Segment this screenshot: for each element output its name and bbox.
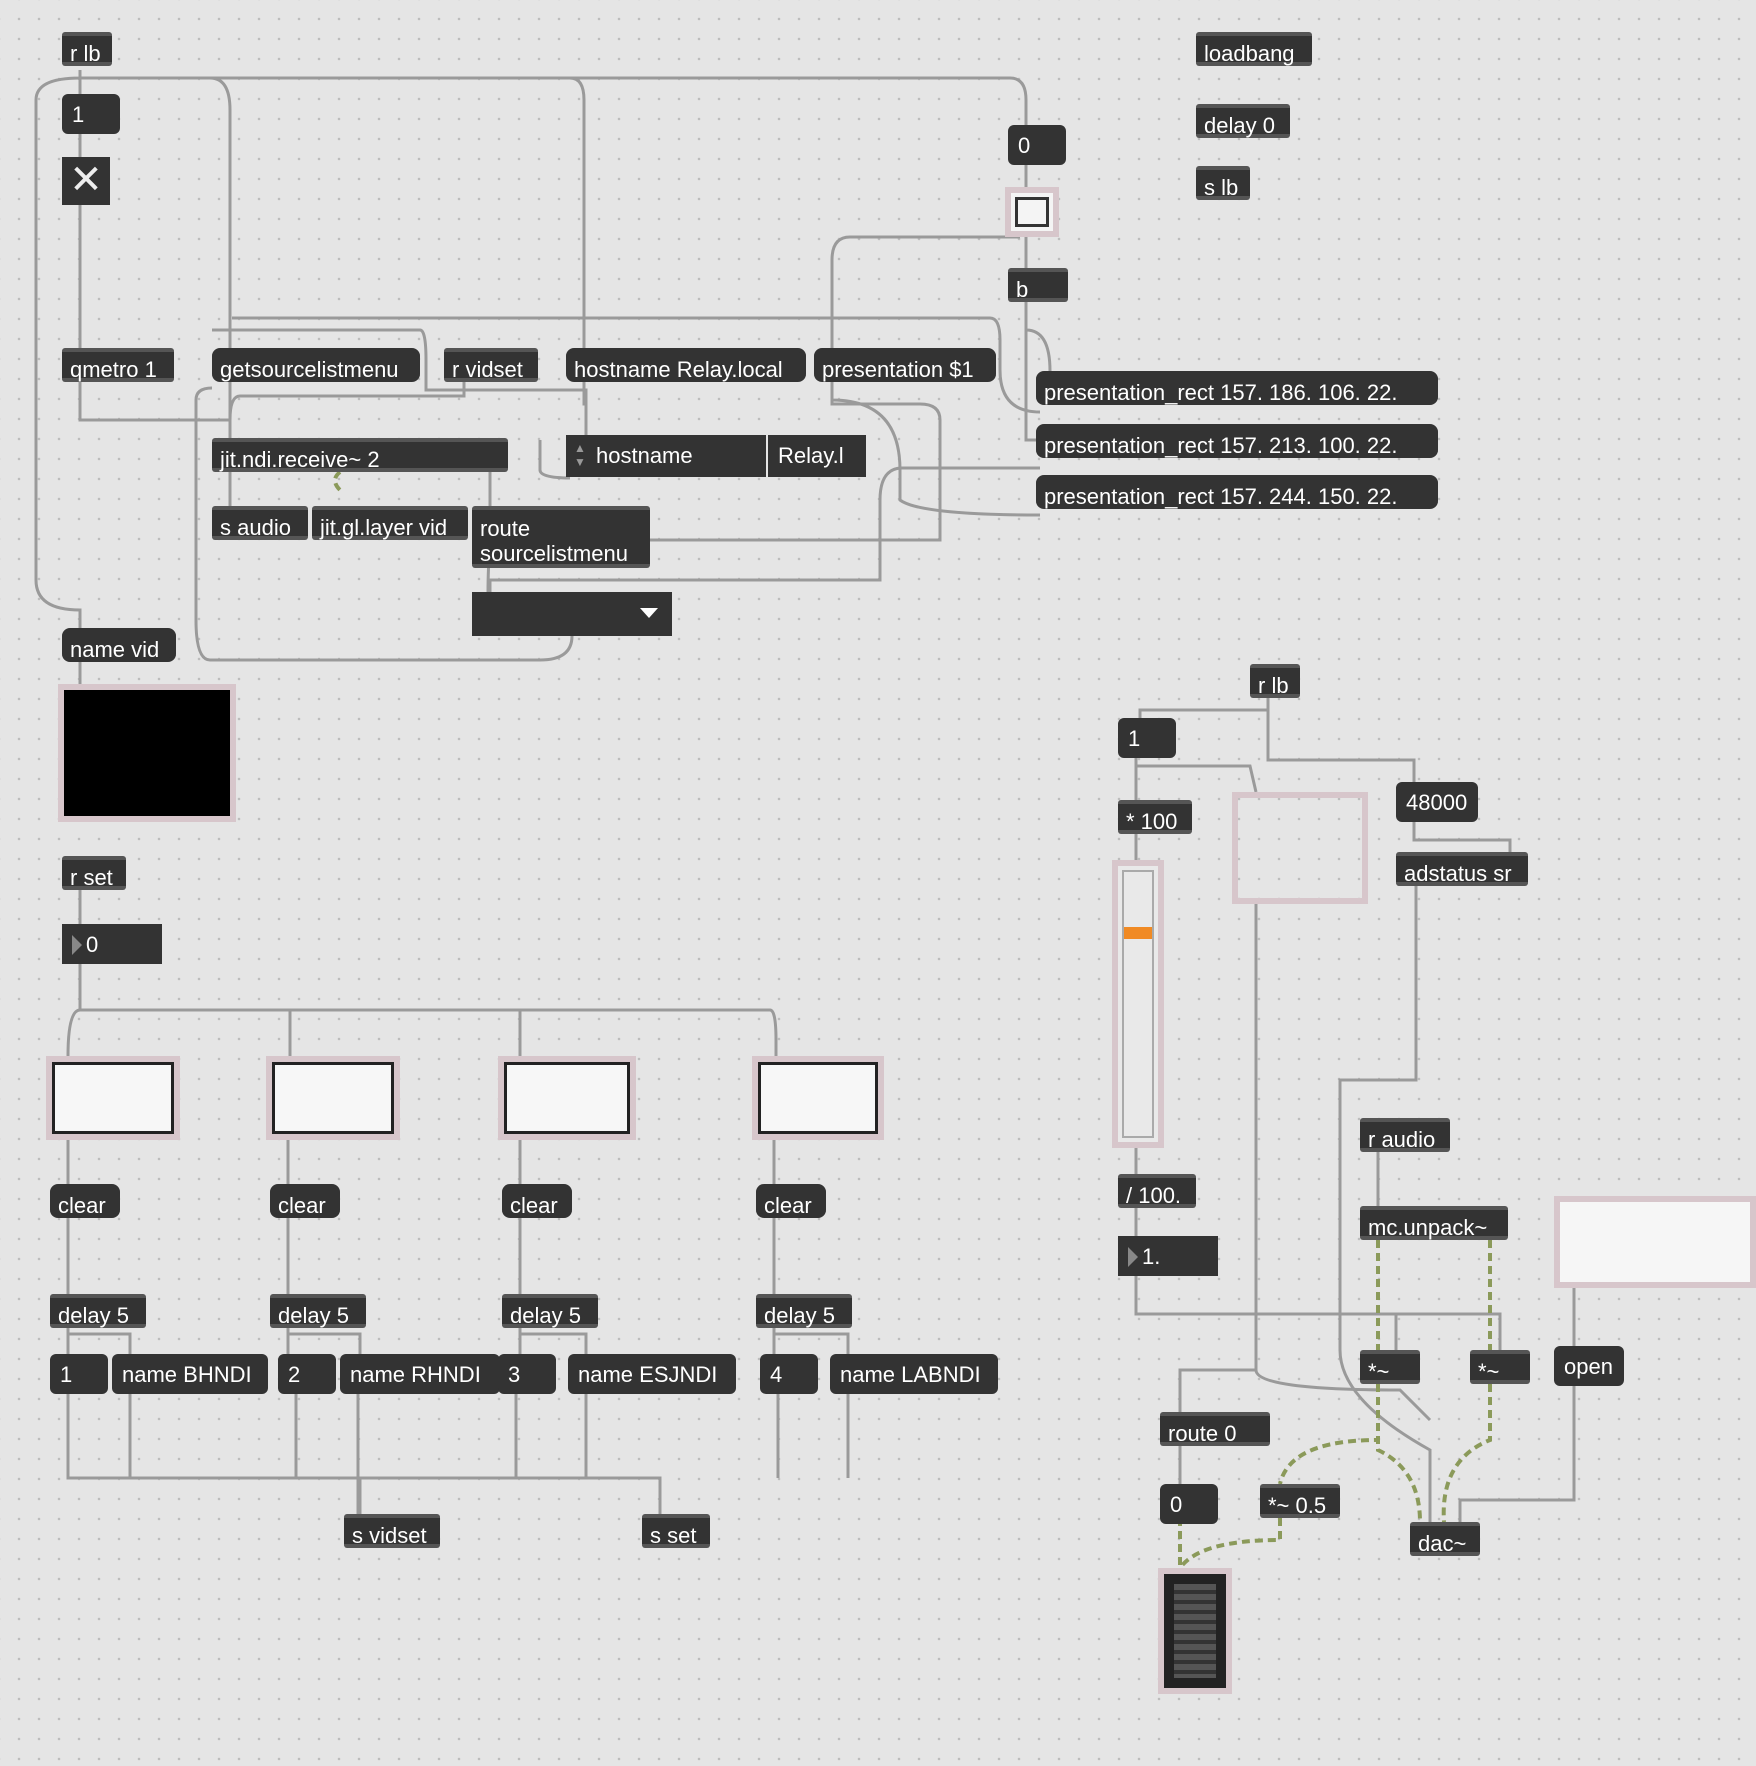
index-message-2[interactable]: 2 bbox=[278, 1354, 336, 1394]
name-message-4[interactable]: name LABNDI bbox=[830, 1354, 998, 1394]
s-lb-object[interactable]: s lb bbox=[1196, 166, 1250, 200]
name-vid-message[interactable]: name vid bbox=[62, 628, 176, 662]
attr-name: hostname bbox=[596, 443, 693, 468]
slider-track bbox=[1122, 870, 1154, 1138]
hostname-message[interactable]: hostname Relay.local bbox=[566, 348, 806, 382]
presentation-rect-2[interactable]: presentation_rect 157. 213. 100. 22. bbox=[1036, 424, 1438, 458]
toggle-button[interactable] bbox=[1005, 187, 1059, 237]
r-lb-object[interactable]: r lb bbox=[62, 32, 112, 66]
route-sourcelistmenu-object[interactable]: route sourcelistmenu bbox=[472, 506, 650, 568]
message-1b[interactable]: 1 bbox=[1118, 718, 1176, 758]
clear-message-4[interactable]: clear bbox=[756, 1184, 826, 1218]
open-message[interactable]: open bbox=[1554, 1346, 1624, 1386]
message-0b[interactable]: 0 bbox=[1160, 1484, 1218, 1524]
name-message-2[interactable]: name RHNDI bbox=[340, 1354, 500, 1394]
message-1[interactable]: 1 bbox=[62, 94, 120, 134]
getsourcelistmenu-message[interactable]: getsourcelistmenu bbox=[212, 348, 420, 382]
r-lb-object-2[interactable]: r lb bbox=[1250, 664, 1300, 698]
mc-unpack-object[interactable]: mc.unpack~ bbox=[1360, 1206, 1508, 1240]
r-set-object[interactable]: r set bbox=[62, 856, 126, 890]
signal-multiply-right[interactable]: *~ bbox=[1470, 1350, 1530, 1384]
divide-100-object[interactable]: / 100. bbox=[1118, 1174, 1196, 1208]
level-meter bbox=[1158, 1568, 1232, 1694]
clear-message-3[interactable]: clear bbox=[502, 1184, 572, 1218]
samplerate-message[interactable]: 48000 bbox=[1396, 782, 1478, 822]
s-audio-object[interactable]: s audio bbox=[212, 506, 308, 540]
r-audio-object[interactable]: r audio bbox=[1360, 1118, 1450, 1152]
qmetro-object[interactable]: qmetro 1 bbox=[62, 348, 174, 382]
delay-5-object-3[interactable]: delay 5 bbox=[502, 1294, 598, 1328]
text-edit-box[interactable] bbox=[1554, 1196, 1756, 1288]
source-umenu[interactable] bbox=[472, 592, 672, 636]
video-pwindow bbox=[58, 684, 236, 822]
multiply-100-object[interactable]: * 100 bbox=[1118, 800, 1192, 834]
slider-knob[interactable] bbox=[1124, 927, 1152, 940]
name-message-3[interactable]: name ESJNDI bbox=[568, 1354, 736, 1394]
clear-message-2[interactable]: clear bbox=[270, 1184, 340, 1218]
adstatus-sr-object[interactable]: adstatus sr bbox=[1396, 852, 1528, 886]
loadbang-object[interactable]: loadbang bbox=[1196, 32, 1312, 66]
jit-gl-layer-object[interactable]: jit.gl.layer vid bbox=[312, 506, 468, 540]
hostname-attrui[interactable]: ▲▼ hostname bbox=[566, 435, 766, 477]
radiogroup-3[interactable] bbox=[498, 1056, 636, 1140]
index-message-4[interactable]: 4 bbox=[760, 1354, 818, 1394]
s-vidset-object[interactable]: s vidset bbox=[344, 1514, 440, 1548]
index-message-3[interactable]: 3 bbox=[498, 1354, 556, 1394]
signal-multiply-half[interactable]: *~ 0.5 bbox=[1260, 1484, 1340, 1518]
radiogroup-1[interactable] bbox=[46, 1056, 180, 1140]
toggle-panel[interactable] bbox=[1232, 792, 1368, 904]
delay-5-object-2[interactable]: delay 5 bbox=[270, 1294, 366, 1328]
hostname-attr-value[interactable]: Relay.l bbox=[768, 435, 866, 477]
dropdown-arrow-icon bbox=[640, 608, 658, 618]
clear-message-1[interactable]: clear bbox=[50, 1184, 120, 1218]
route-0-object[interactable]: route 0 bbox=[1160, 1412, 1270, 1446]
jit-ndi-receive-object[interactable]: jit.ndi.receive~ 2 bbox=[212, 438, 508, 472]
attr-stepper-icon[interactable]: ▲▼ bbox=[574, 441, 586, 469]
dac-object[interactable]: dac~ bbox=[1410, 1522, 1480, 1556]
radiogroup-4[interactable] bbox=[752, 1056, 884, 1140]
volume-slider[interactable] bbox=[1112, 860, 1164, 1148]
index-message-1[interactable]: 1 bbox=[50, 1354, 108, 1394]
number-box[interactable]: 0 bbox=[62, 924, 162, 964]
r-vidset-object[interactable]: r vidset bbox=[444, 348, 538, 382]
delay-5-object-4[interactable]: delay 5 bbox=[756, 1294, 852, 1328]
presentation-message[interactable]: presentation $1 bbox=[814, 348, 996, 382]
meter-bars bbox=[1174, 1584, 1216, 1678]
name-message-1[interactable]: name BHNDI bbox=[112, 1354, 268, 1394]
signal-multiply-left[interactable]: *~ bbox=[1360, 1350, 1420, 1384]
s-set-object[interactable]: s set bbox=[642, 1514, 710, 1548]
delay-5-object-1[interactable]: delay 5 bbox=[50, 1294, 146, 1328]
b-object[interactable]: b bbox=[1008, 268, 1068, 302]
toggle-x-icon[interactable]: ✕ bbox=[62, 157, 110, 205]
radiogroup-2[interactable] bbox=[266, 1056, 400, 1140]
delay-0-object[interactable]: delay 0 bbox=[1196, 104, 1290, 138]
presentation-rect-1[interactable]: presentation_rect 157. 186. 106. 22. bbox=[1036, 371, 1438, 405]
float-number-box[interactable]: 1. bbox=[1118, 1236, 1218, 1276]
message-0[interactable]: 0 bbox=[1008, 125, 1066, 165]
presentation-rect-3[interactable]: presentation_rect 157. 244. 150. 22. bbox=[1036, 475, 1438, 509]
